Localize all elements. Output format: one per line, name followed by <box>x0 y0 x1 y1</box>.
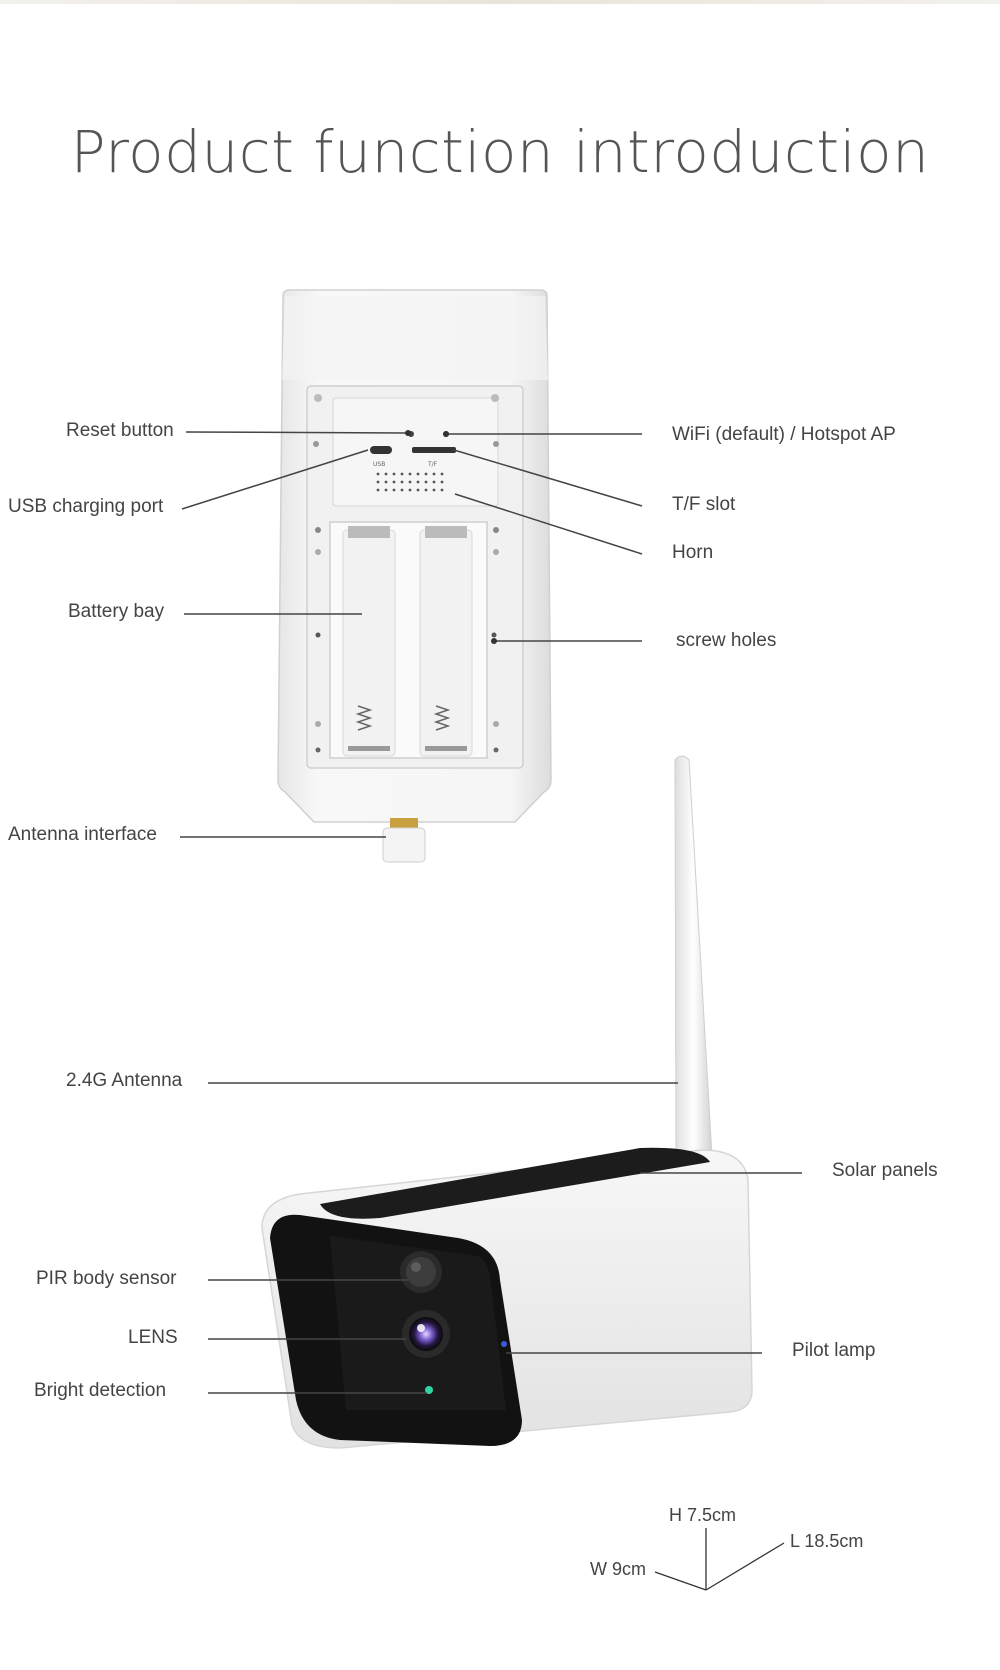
dimension-length: L 18.5cm <box>790 1531 864 1551</box>
page-title: Product function introduction <box>70 118 930 186</box>
label-horn: Horn <box>672 542 714 563</box>
label-battery-bay: Battery bay <box>68 601 165 622</box>
label-usb-charging-port: USB charging port <box>8 496 164 517</box>
usb-mark: USB <box>373 461 385 468</box>
camera-front-view <box>261 755 753 1449</box>
tf-mark: T/F <box>427 461 438 468</box>
label-wifi-hotspot: WiFi (default) / Hotspot AP <box>672 424 896 445</box>
camera-back-view: USB T/F <box>277 289 552 863</box>
speaker-grille <box>376 472 444 492</box>
label-pilot-lamp: Pilot lamp <box>792 1340 876 1361</box>
label-bright-detection: Bright detection <box>34 1380 167 1401</box>
label-reset-button: Reset button <box>66 420 174 441</box>
label-lens: LENS <box>128 1327 178 1348</box>
label-24g-antenna: 2.4G Antenna <box>66 1070 183 1091</box>
dimension-height: H 7.5cm <box>669 1505 737 1525</box>
label-screw-holes: screw holes <box>676 630 777 651</box>
label-solar-panels: Solar panels <box>832 1160 938 1181</box>
top-edge-strip <box>0 0 1000 4</box>
leader-lines <box>180 431 802 1394</box>
label-antenna-interface: Antenna interface <box>8 824 157 845</box>
label-pir-body-sensor: PIR body sensor <box>36 1268 177 1289</box>
dimension-width: W 9cm <box>590 1559 646 1579</box>
label-tf-slot: T/F slot <box>672 494 736 515</box>
dimension-axes <box>654 1528 785 1591</box>
